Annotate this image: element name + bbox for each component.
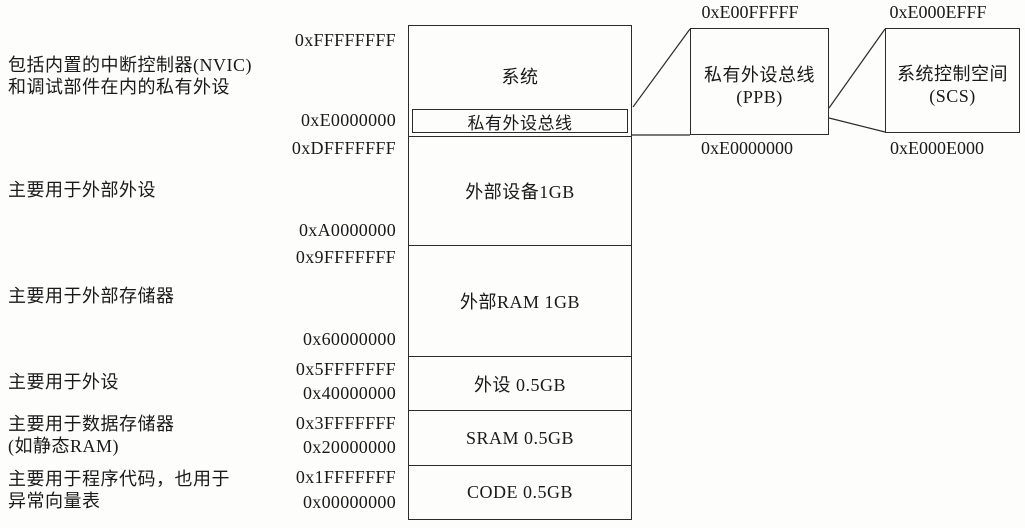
region-peripheral: 外设 0.5GB (409, 356, 631, 410)
private-peripheral-bus-box: 私有外设总线 (412, 109, 628, 133)
region-external-ram: 外部RAM 1GB (409, 245, 631, 356)
annotation-external-peripherals: 主要用于外部外设 (8, 179, 156, 201)
annotation-line: 主要用于外设 (8, 372, 119, 392)
memory-stack: 系统 私有外设总线 外部设备1GB 外部RAM 1GB 外设 0.5GB SRA… (408, 25, 632, 520)
address-label: 0xFFFFFFFF (294, 30, 396, 50)
region-sram: SRAM 0.5GB (409, 410, 631, 465)
address-label: 0x1FFFFFFF (295, 467, 396, 487)
annotation-program-code: 主要用于程序代码，也用于 异常向量表 (8, 468, 230, 512)
annotation-line: 包括内置的中断控制器(NVIC) (8, 55, 252, 75)
address-label: 0x9FFFFFFF (295, 247, 396, 267)
region-label: 外部RAM 1GB (459, 292, 580, 312)
annotation-line: 主要用于程序代码，也用于 (8, 469, 230, 489)
region-label: 外部设备1GB (465, 182, 575, 202)
address-label: 0xE0000000 (301, 110, 396, 130)
address-label: 0xA0000000 (299, 220, 396, 240)
address-label: 0x5FFFFFFF (295, 359, 396, 379)
region-label: CODE 0.5GB (466, 482, 573, 502)
annotation-line: (如静态RAM) (8, 436, 119, 456)
annotation-private-peripherals: 包括内置的中断控制器(NVIC) 和调试部件在内的私有外设 (8, 54, 252, 98)
region-label: 外设 0.5GB (473, 374, 566, 395)
region-external-device: 外部设备1GB (409, 136, 631, 245)
region-label: SRAM 0.5GB (465, 427, 575, 448)
address-label: 0xDFFFFFFF (291, 138, 396, 158)
annotation-peripherals: 主要用于外设 (8, 371, 119, 393)
region-code: CODE 0.5GB (409, 465, 631, 519)
annotation-line: 异常向量表 (8, 491, 101, 511)
annotation-external-memory: 主要用于外部存储器 (8, 285, 175, 307)
ppb-connector-line-top (632, 28, 691, 108)
annotation-data-memory: 主要用于数据存储器 (如静态RAM) (8, 413, 175, 457)
address-label: 0x00000000 (303, 492, 396, 512)
scs-connector-line-bottom (828, 117, 886, 133)
address-label: 0x20000000 (303, 437, 396, 457)
annotation-line: 主要用于外部外设 (8, 180, 156, 200)
region-label: 系统 (501, 67, 539, 87)
ppb-top-address: 0xE00FFFFF (701, 2, 799, 22)
scs-box-subtitle: (SCS) (929, 85, 976, 106)
scs-top-address: 0xE000EFFF (889, 2, 987, 22)
address-label: 0x60000000 (303, 329, 396, 349)
region-system: 系统 私有外设总线 (409, 26, 631, 136)
scs-box: 系统控制空间 (SCS) (885, 28, 1020, 133)
annotation-line: 主要用于数据存储器 (8, 414, 175, 434)
ppb-box-subtitle: (PPB) (736, 86, 783, 107)
annotation-line: 和调试部件在内的私有外设 (8, 77, 230, 97)
address-label: 0x40000000 (303, 383, 396, 403)
region-label: 私有外设总线 (467, 113, 573, 133)
ppb-bottom-address: 0xE0000000 (701, 138, 793, 158)
annotation-line: 主要用于外部存储器 (8, 286, 175, 306)
ppb-box: 私有外设总线 (PPB) (690, 28, 829, 135)
scs-box-title: 系统控制空间 (897, 63, 1008, 84)
address-label: 0x3FFFFFFF (295, 413, 396, 433)
scs-connector-line-top (828, 28, 886, 109)
scs-bottom-address: 0xE000E000 (890, 138, 984, 158)
ppb-box-title: 私有外设总线 (704, 64, 815, 85)
